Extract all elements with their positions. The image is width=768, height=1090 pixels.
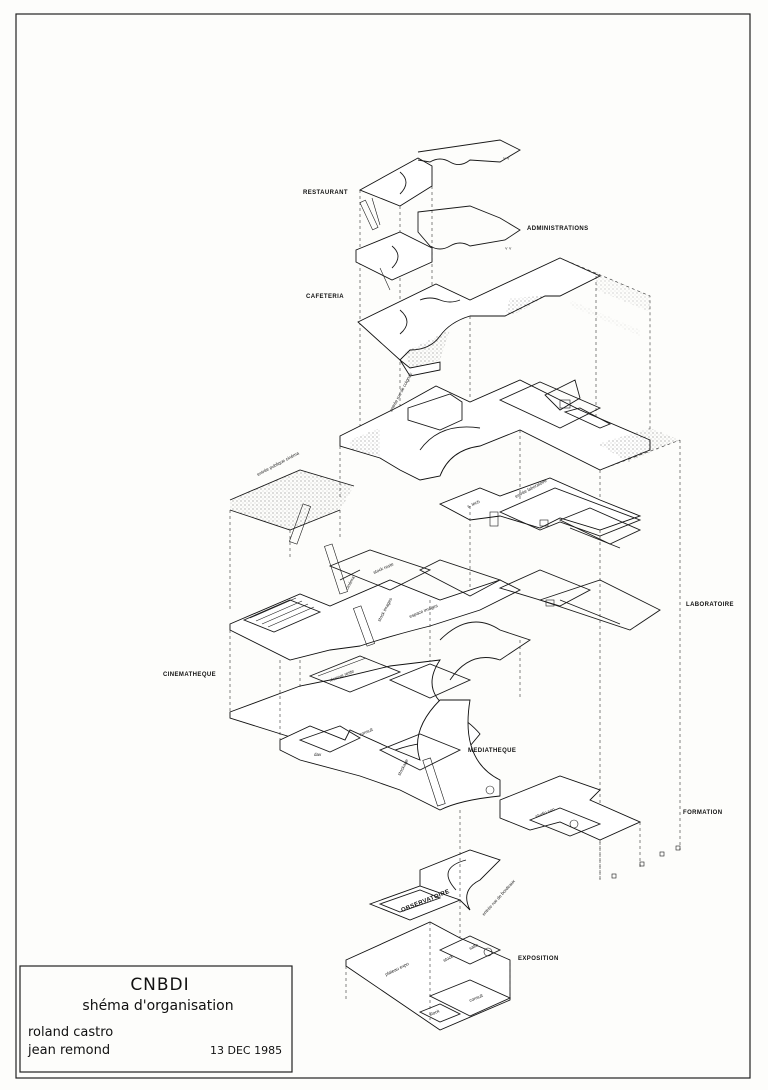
label-laboratoire: LABORATOIRE [686,602,734,608]
note-stock: stock [442,953,454,962]
svg-text:˅ ˅: ˅ ˅ [503,156,510,161]
note-dav: dav [314,752,322,757]
note-consult-bottom: consult [469,993,485,1003]
cinema-upper-volume [229,469,355,610]
note-cinema: cinéma [344,575,355,591]
observatoire-level [368,810,501,960]
note-s-tech: s. tech [466,499,481,509]
cinema-level [229,506,661,680]
title-block-frame [19,965,293,1073]
author-2: jean remond [27,1043,110,1058]
exposition-level [345,921,512,1031]
cafeteria-level [355,231,433,291]
sheet-border [15,13,751,1079]
label-restaurant: RESTAURANT [303,190,348,196]
label-formation: FORMATION [683,810,722,816]
construction-lines [279,316,521,740]
label-cinematheque: CINEMATHEQUE [163,672,216,678]
label-administrations: ADMINISTRATIONS [527,226,589,232]
subtitle-text: shéma d'organisation [82,998,233,1014]
formation-level [279,699,501,811]
note-consult: consult [359,727,375,737]
upper-deck [357,257,651,430]
note-stock-bottom: stock [429,1008,441,1017]
title-text: CNBDI [130,975,189,995]
mediatheque-level [229,621,532,757]
note-salle: salle [468,942,479,951]
label-mediatheque: MEDIATHEQUE [468,748,516,754]
author-1: roland castro [28,1025,113,1040]
svg-text:˅ ˅: ˅ ˅ [505,246,512,251]
date-text: 13 DEC 1985 [210,1044,282,1057]
cinema-seating [242,597,322,633]
title-block: CNBDI shéma d'organisation roland castro… [19,965,293,1073]
laboratoire-volume [599,439,681,880]
label-exposition: EXPOSITION [518,956,559,962]
note-stock-reste: stock reste [372,561,394,575]
note-entree-rue-de-bordeaux: entrée rue de bordeaux [481,878,517,917]
label-cafeteria: CAFETERIA [306,294,344,300]
laboratoire-upper [438,477,642,549]
administrations-level: ˅ ˅ [417,205,521,251]
studio-son-slab [499,775,681,880]
entry-level [339,379,680,500]
